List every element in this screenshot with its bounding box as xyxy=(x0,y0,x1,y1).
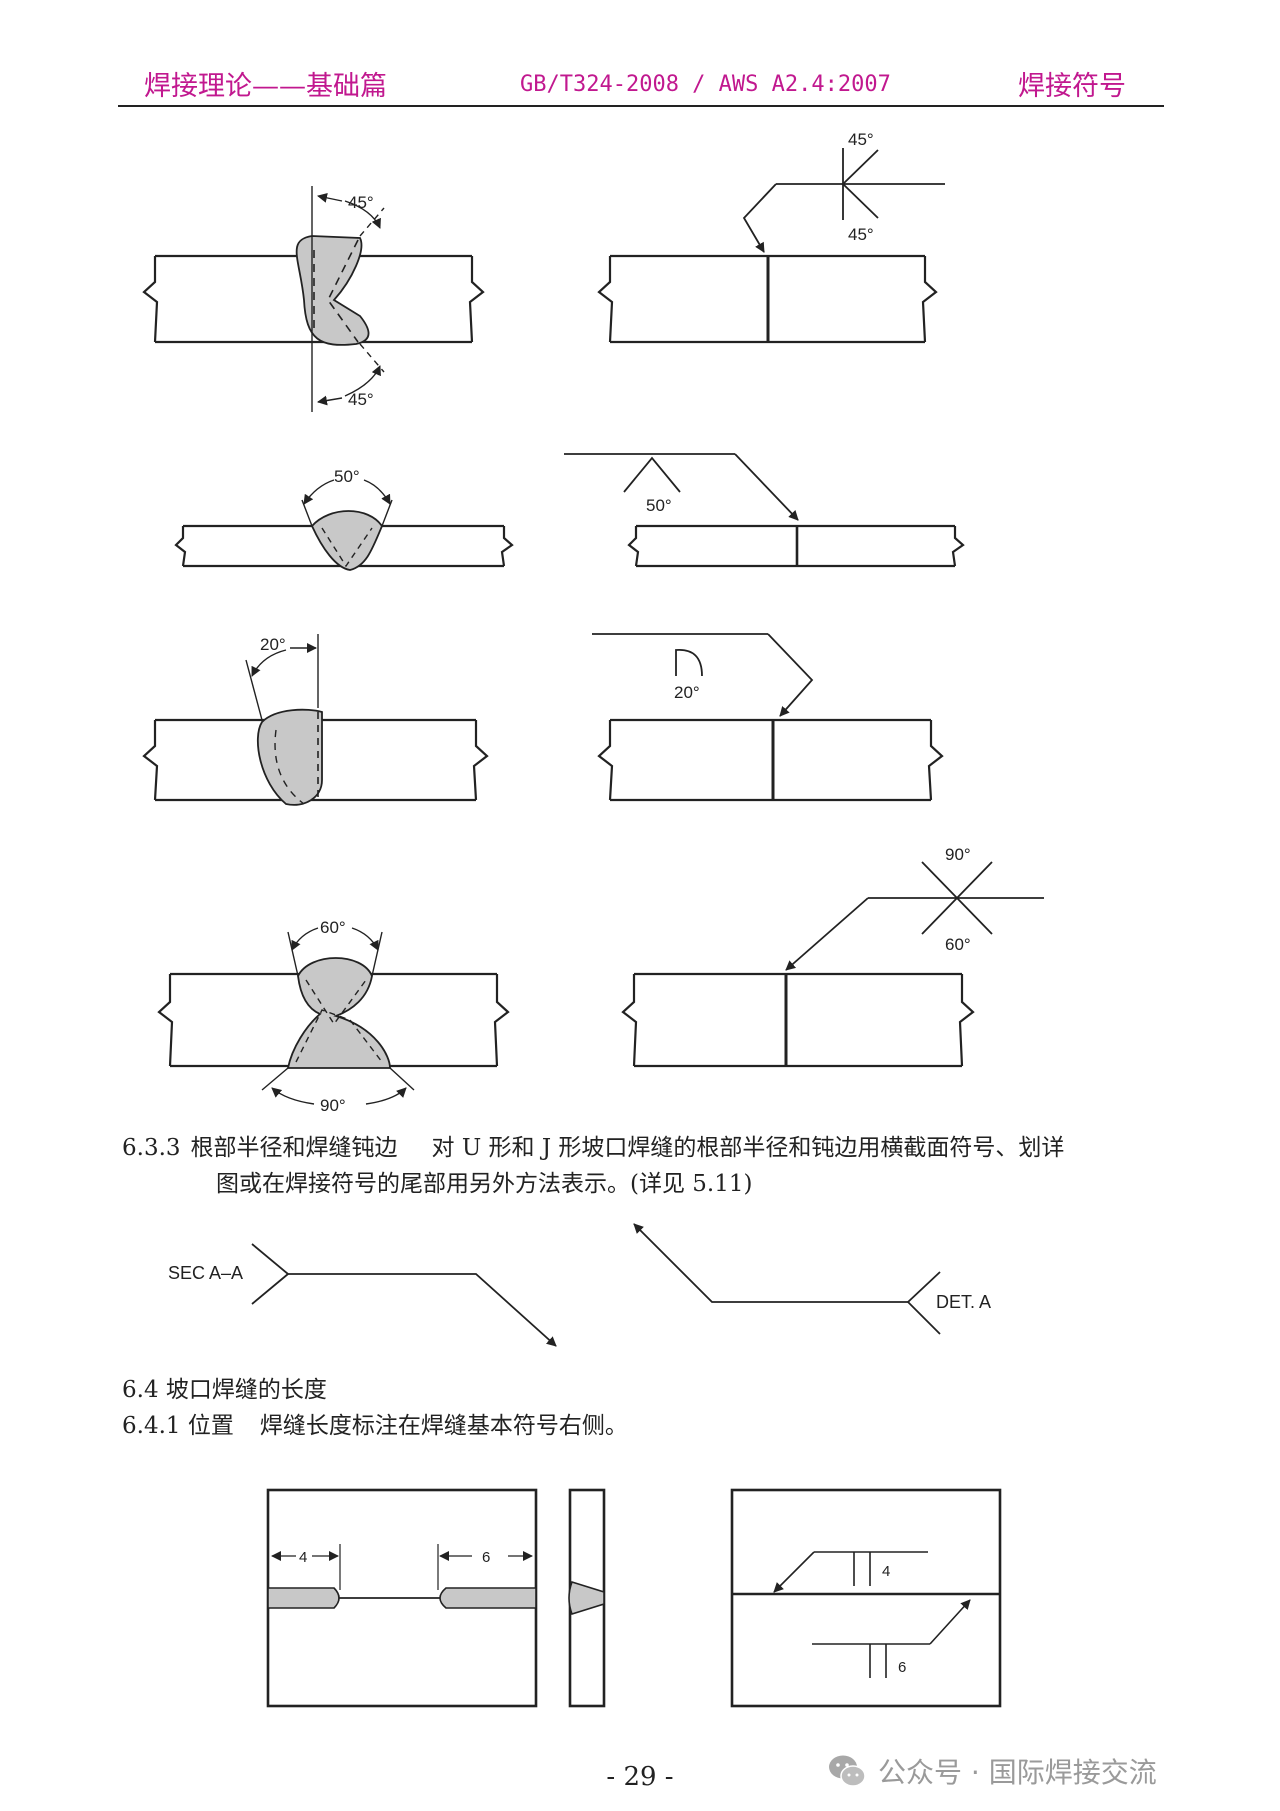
fig-length-edge-view xyxy=(568,1488,606,1708)
watermark: 公众号 · 国际焊接交流 xyxy=(826,1750,1157,1792)
length-symbol-bottom-value: 6 xyxy=(898,1659,906,1676)
fig-length-plate: 4 6 xyxy=(266,1488,538,1708)
fig-row1-symbol: 45° 45° xyxy=(597,130,945,344)
para-6-4-heading: 6.4 坡口焊缝的长度 xyxy=(122,1377,327,1403)
header-right-title: 焊接符号 xyxy=(1018,71,1126,102)
section-label: SEC A–A xyxy=(168,1263,243,1283)
header-rule xyxy=(118,105,1164,107)
para-6-4-1: 6.4.1 位置焊缝长度标注在焊缝基本符号右侧。 xyxy=(122,1408,628,1444)
row4-top-angle: 60° xyxy=(320,918,346,937)
fig-row3-symbol: 20° xyxy=(592,633,944,802)
length-left-value: 4 xyxy=(299,1549,307,1566)
row4-sym-top-angle: 90° xyxy=(945,845,971,864)
length-symbol-top-value: 4 xyxy=(882,1563,890,1580)
para-6-3-3-line2: 图或在焊接符号的尾部用另外方法表示。(详见 5.11) xyxy=(216,1171,753,1197)
para-6-4-1-number: 6.4.1 位置 xyxy=(122,1413,234,1439)
fig-row2-symbol: 50° xyxy=(564,453,965,568)
row1-bottom-angle: 45° xyxy=(348,390,374,409)
header-left-title: 焊接理论——基础篇 xyxy=(144,71,387,102)
row4-sym-bottom-angle: 60° xyxy=(945,935,971,954)
para-6-3-3-title: 根部半径和焊缝钝边 xyxy=(190,1135,398,1161)
row2-angle: 50° xyxy=(334,467,360,486)
row3-sym-angle: 20° xyxy=(674,683,700,702)
wechat-icon xyxy=(829,1755,866,1787)
detail-label: DET. A xyxy=(936,1292,991,1312)
page-number: - 29 - xyxy=(606,1762,674,1792)
watermark-text: 公众号 · 国际焊接交流 xyxy=(878,1756,1157,1789)
para-6-3-3-text1: 对 U 形和 J 形坡口焊缝的根部半径和钝边用横截面符号、划详 xyxy=(431,1135,1065,1161)
fig-section-reference: SEC A–A DET. A xyxy=(168,1223,991,1347)
header-standard-code: GB/T324-2008 / AWS A2.4:2007 xyxy=(520,72,891,97)
fig-row4-symbol: 90° 60° xyxy=(621,845,1044,1068)
fig-row1-section: 45° 45° xyxy=(142,186,485,412)
row2-sym-angle: 50° xyxy=(646,496,672,515)
para-6-4-1-text: 焊缝长度标注在焊缝基本符号右侧。 xyxy=(259,1413,628,1439)
row1-top-angle: 45° xyxy=(348,193,374,212)
fig-row4-section: 60° 90° xyxy=(157,918,510,1115)
para-6-3-3-line1: 6.3.3 根部半径和焊缝钝边 对 U 形和 J 形坡口焊缝的根部半径和钝边用横截面… xyxy=(122,1130,1064,1166)
row3-angle: 20° xyxy=(260,635,286,654)
fig-row2-section: 50° xyxy=(174,467,514,571)
length-right-value: 6 xyxy=(482,1549,490,1566)
fig-row3-section: 20° xyxy=(142,634,489,806)
row1-sym-top-angle: 45° xyxy=(848,130,874,149)
row4-bottom-angle: 90° xyxy=(320,1096,346,1115)
row1-sym-bottom-angle: 45° xyxy=(848,225,874,244)
fig-length-symbol: 4 6 xyxy=(730,1488,1002,1708)
para-6-3-3-number: 6.3.3 xyxy=(122,1135,181,1161)
